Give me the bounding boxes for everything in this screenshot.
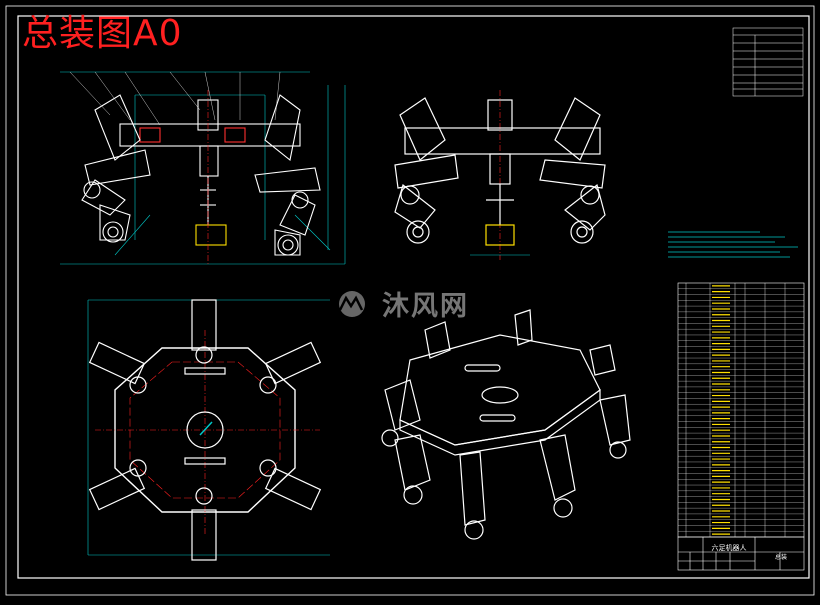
technical-notes	[668, 231, 798, 258]
side-view-drawing	[394, 90, 606, 260]
inner-frame	[17, 15, 810, 579]
outer-frame	[5, 5, 815, 596]
watermark-text: 沐风网	[382, 291, 469, 322]
isometric-view-drawing	[381, 309, 631, 540]
front-view-drawing	[60, 71, 346, 265]
title-block	[677, 536, 805, 571]
watermark: 沐风网	[330, 284, 469, 323]
title-block-number: 总装	[774, 554, 787, 561]
top-view-drawing	[87, 299, 330, 561]
mf-logo-icon	[338, 290, 365, 317]
parts-list-table	[677, 282, 805, 538]
title-block-part-name: 六足机器人	[711, 544, 747, 552]
spec-table	[732, 27, 804, 97]
drawing-title: 总装图A0	[22, 13, 183, 54]
